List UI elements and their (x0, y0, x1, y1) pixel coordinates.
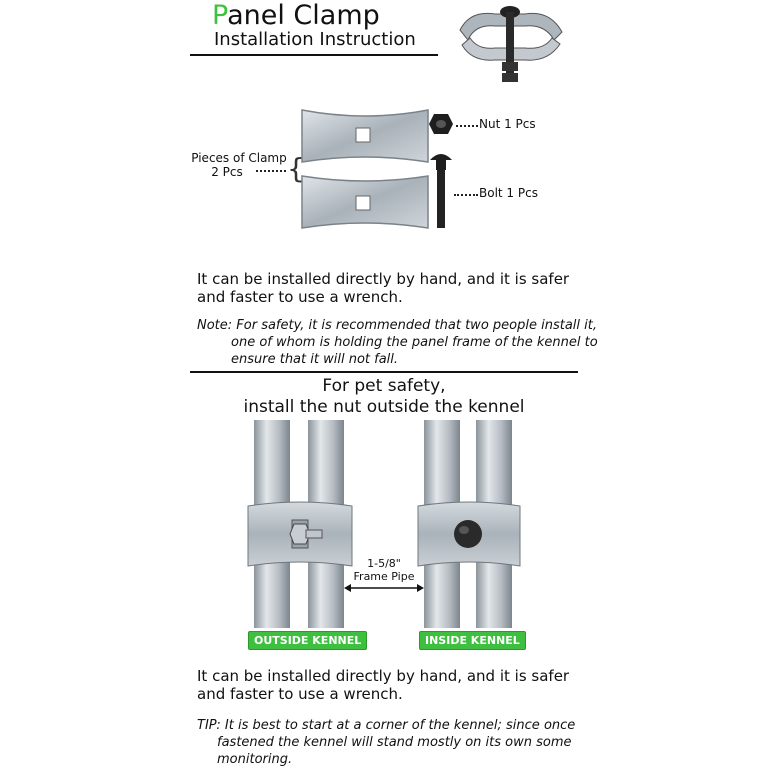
clamp-pieces-image (301, 109, 429, 229)
page-title: Panel Clamp (212, 0, 380, 31)
outside-kennel-badge: OUTSIDE KENNEL (248, 631, 368, 650)
inside-kennel-image (417, 420, 521, 628)
tip-note: TIP: It is best to start at a corner of … (197, 718, 576, 767)
bolt-label: Bolt 1 Pcs (479, 186, 538, 200)
clamp-leader-line (256, 170, 286, 172)
instruction-2: It can be installed directly by hand, an… (197, 667, 570, 703)
section-divider (190, 371, 578, 373)
frame-pipe-arrow (344, 584, 424, 592)
inside-kennel-badge: INSIDE KENNEL (419, 631, 526, 650)
instruction-1: It can be installed directly by hand, an… (197, 270, 570, 306)
bolt-icon (430, 154, 452, 228)
nut-leader-line (456, 125, 478, 127)
safety-note: Note: For safety, it is recommended that… (197, 318, 598, 367)
header-divider (190, 54, 438, 56)
nut-icon (429, 114, 453, 134)
page-subtitle: Installation Instruction (214, 29, 416, 50)
clamp-brace: { (287, 152, 305, 185)
safety-heading: For pet safety, install the nut outside … (243, 376, 525, 417)
outside-kennel-image (247, 420, 353, 628)
bolt-leader-line (454, 194, 478, 196)
clamp-pieces-label: Pieces of Clamp 2 Pcs (191, 151, 287, 179)
assembled-clamp-image (459, 6, 563, 82)
frame-pipe-label: 1-5/8" Frame Pipe (353, 557, 415, 583)
nut-label: Nut 1 Pcs (479, 117, 536, 131)
